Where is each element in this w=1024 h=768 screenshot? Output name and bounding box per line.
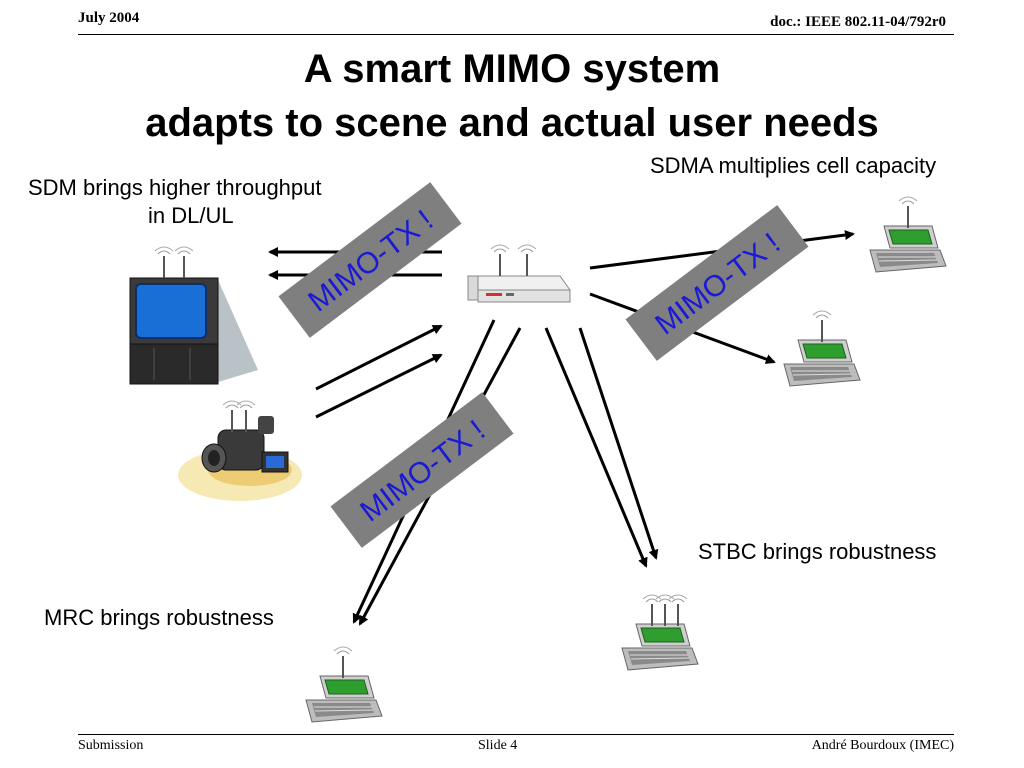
mimo-tx-text: MIMO-TX ! bbox=[302, 204, 439, 319]
television-icon bbox=[129, 246, 258, 385]
camcorder-icon bbox=[178, 400, 302, 501]
footer-submission: Submission bbox=[78, 738, 144, 753]
footer-slide-number: Slide 4 bbox=[478, 738, 518, 753]
footer-rule bbox=[78, 734, 954, 735]
mrc-label: MRC brings robustness bbox=[44, 605, 274, 630]
laptop-icon-sdma-bottom bbox=[783, 310, 861, 387]
stbc-arrows bbox=[544, 327, 659, 568]
mimo-tx-text: MIMO-TX ! bbox=[354, 414, 491, 529]
slide-title-line1: A smart MIMO system bbox=[303, 47, 721, 91]
sdm-uplink-arrows bbox=[315, 324, 443, 419]
sdma-label: SDMA multiplies cell capacity bbox=[650, 153, 937, 178]
footer-author: André Bourdoux (IMEC) bbox=[811, 738, 954, 753]
laptop-icon-mrc bbox=[305, 646, 383, 723]
mimo-tx-banner-right: MIMO-TX ! bbox=[625, 205, 809, 361]
stbc-label: STBC brings robustness bbox=[698, 539, 937, 564]
header-doc-id: doc.: IEEE 802.11-04/792r0 bbox=[770, 14, 946, 30]
mimo-tx-banner-left: MIMO-TX ! bbox=[278, 182, 462, 338]
header-rule bbox=[78, 34, 954, 35]
sdm-label-line2: in DL/UL bbox=[148, 203, 234, 228]
mimo-tx-text: MIMO-TX ! bbox=[649, 227, 786, 342]
laptop-icon-sdma-top bbox=[869, 196, 947, 273]
access-point-icon bbox=[467, 244, 571, 303]
mimo-tx-banner-bottom: MIMO-TX ! bbox=[330, 392, 514, 548]
sdm-label-line1: SDM brings higher throughput bbox=[28, 175, 322, 200]
laptop-icon-stbc bbox=[621, 594, 699, 671]
header-date: July 2004 bbox=[78, 10, 140, 26]
slide-title-line2: adapts to scene and actual user needs bbox=[145, 101, 879, 145]
